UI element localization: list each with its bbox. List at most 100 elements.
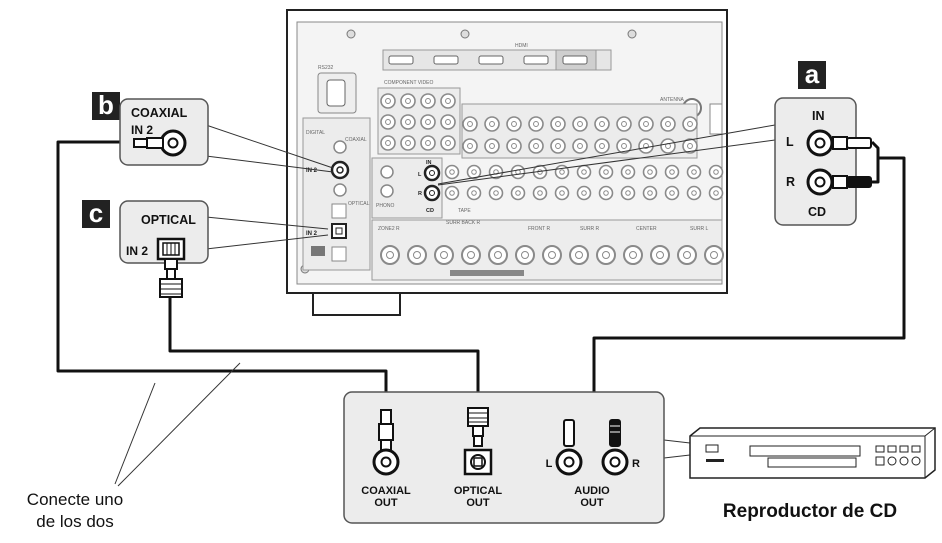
surr-r-label: SURR R xyxy=(580,226,600,232)
callout-lines xyxy=(114,124,776,487)
receiver-jack-core xyxy=(687,121,693,127)
receiver-jack-core xyxy=(555,121,561,127)
receiver-jack-core xyxy=(489,121,495,127)
speaker-terminal-core xyxy=(629,251,637,259)
source-output-panel: COAXIAL OUT OPTICAL OUT L R AUDIO OUT xyxy=(343,391,665,524)
speaker-terminal-core xyxy=(521,251,529,259)
receiver-jack-core xyxy=(445,140,451,146)
receiver-jack-core xyxy=(515,190,521,196)
coaxial-callout-input: IN 2 xyxy=(131,123,153,137)
speaker-terminal-core xyxy=(710,251,718,259)
badge-a xyxy=(798,61,826,89)
receiver-jack-core xyxy=(691,169,697,175)
receiver-jack-core xyxy=(713,169,719,175)
instruction-line1: Conecte uno xyxy=(27,490,123,509)
speaker-terminal-core xyxy=(683,251,691,259)
receiver-jack-core xyxy=(603,190,609,196)
receiver-jack-core xyxy=(647,190,653,196)
surr-l-label: SURR L xyxy=(690,226,709,232)
coaxial-cable xyxy=(56,140,388,410)
callout-cd: a IN L R CD xyxy=(774,59,872,226)
receiver-jack-core xyxy=(489,143,495,149)
audio-out-line1: AUDIO xyxy=(574,485,610,497)
optical-out-line1: OPTICAL xyxy=(454,485,503,497)
speaker-terminal-core xyxy=(467,251,475,259)
callout-optical: c OPTICAL IN 2 xyxy=(82,198,209,298)
receiver-jack-core xyxy=(603,169,609,175)
speaker-terminal-core xyxy=(575,251,583,259)
speaker-terminal-core xyxy=(602,251,610,259)
speaker-terminal-core xyxy=(386,251,394,259)
speaker-terminal-core xyxy=(548,251,556,259)
coaxial-section-label: COAXIAL xyxy=(345,137,367,143)
receiver-jack-core xyxy=(445,119,451,125)
badge-a-letter: a xyxy=(805,59,820,89)
coaxial-plug xyxy=(146,137,164,149)
receiver-jack-core xyxy=(581,190,587,196)
receiver-jack-core xyxy=(713,190,719,196)
callout-coaxial: b COAXIAL IN 2 xyxy=(92,90,209,166)
receiver-jack-core xyxy=(425,140,431,146)
coaxial-out-line1: COAXIAL xyxy=(361,485,411,497)
receiver-jack-core xyxy=(385,98,391,104)
receiver-jack-core xyxy=(599,121,605,127)
receiver-jack-core xyxy=(511,143,517,149)
center-label: CENTER xyxy=(636,226,657,232)
receiver-jack-core xyxy=(511,121,517,127)
hdmi-label: HDMI xyxy=(515,43,528,49)
receiver-jack-core xyxy=(445,98,451,104)
receiver-jack-core xyxy=(405,140,411,146)
audio-out-line2: OUT xyxy=(580,497,604,509)
receiver-cd-label: CD xyxy=(426,208,434,214)
receiver-jack-core xyxy=(449,190,455,196)
phono-label: PHONO xyxy=(376,203,394,209)
antenna-label: ANTENNA xyxy=(660,97,685,103)
receiver-jack-core xyxy=(643,121,649,127)
surr-back-r-label: SURR BACK R xyxy=(446,220,481,226)
receiver-jack-core xyxy=(665,121,671,127)
cd-callout-l: L xyxy=(786,135,794,149)
receiver-jack-core xyxy=(405,98,411,104)
receiver-jack-core xyxy=(669,190,675,196)
digital-label: DIGITAL xyxy=(306,130,325,136)
receiver-jack-core xyxy=(559,169,565,175)
cd-l-plug xyxy=(832,136,848,150)
speaker-terminal-core xyxy=(413,251,421,259)
coaxial-out-line2: OUT xyxy=(374,497,398,509)
receiver-jack-core xyxy=(537,190,543,196)
badge-b xyxy=(92,92,120,120)
receiver-rear-panel: HDMI RS232 COMPONENT VIDEO ANTENNA AM DI… xyxy=(286,9,728,316)
receiver-jack-core xyxy=(647,169,653,175)
jack-grid xyxy=(377,87,724,201)
cd-callout-in: IN xyxy=(812,109,825,123)
receiver-jack-core xyxy=(385,140,391,146)
receiver-jack-core xyxy=(621,143,627,149)
receiver-jack-core xyxy=(625,190,631,196)
receiver-jack-core xyxy=(625,169,631,175)
receiver-jack-core xyxy=(471,169,477,175)
receiver-jack-core xyxy=(493,190,499,196)
badge-c-letter: c xyxy=(89,198,103,228)
receiver-jack-core xyxy=(425,119,431,125)
receiver-jack-core xyxy=(533,143,539,149)
coaxial-out-plug xyxy=(378,409,394,451)
receiver-optical-in2-label: IN 2 xyxy=(306,231,318,237)
receiver-jack-core xyxy=(599,143,605,149)
badge-b-letter: b xyxy=(98,90,114,120)
cd-r-plug xyxy=(832,175,848,189)
speaker-terminal-core xyxy=(440,251,448,259)
audio-out-l-label: L xyxy=(546,458,553,470)
receiver-jack-core xyxy=(471,190,477,196)
speaker-terminal-core xyxy=(656,251,664,259)
optical-cable xyxy=(168,297,480,408)
cables xyxy=(56,140,906,410)
receiver-jack-core xyxy=(467,143,473,149)
cd-callout-cd: CD xyxy=(808,205,826,219)
rs232-label: RS232 xyxy=(318,65,334,71)
receiver-in-label: IN xyxy=(426,160,432,166)
speaker-terminal-core xyxy=(494,251,502,259)
receiver-jack-core xyxy=(621,121,627,127)
optical-section-label: OPTICAL xyxy=(348,201,370,207)
receiver-jack-core xyxy=(577,121,583,127)
receiver-l-label: L xyxy=(418,172,422,178)
